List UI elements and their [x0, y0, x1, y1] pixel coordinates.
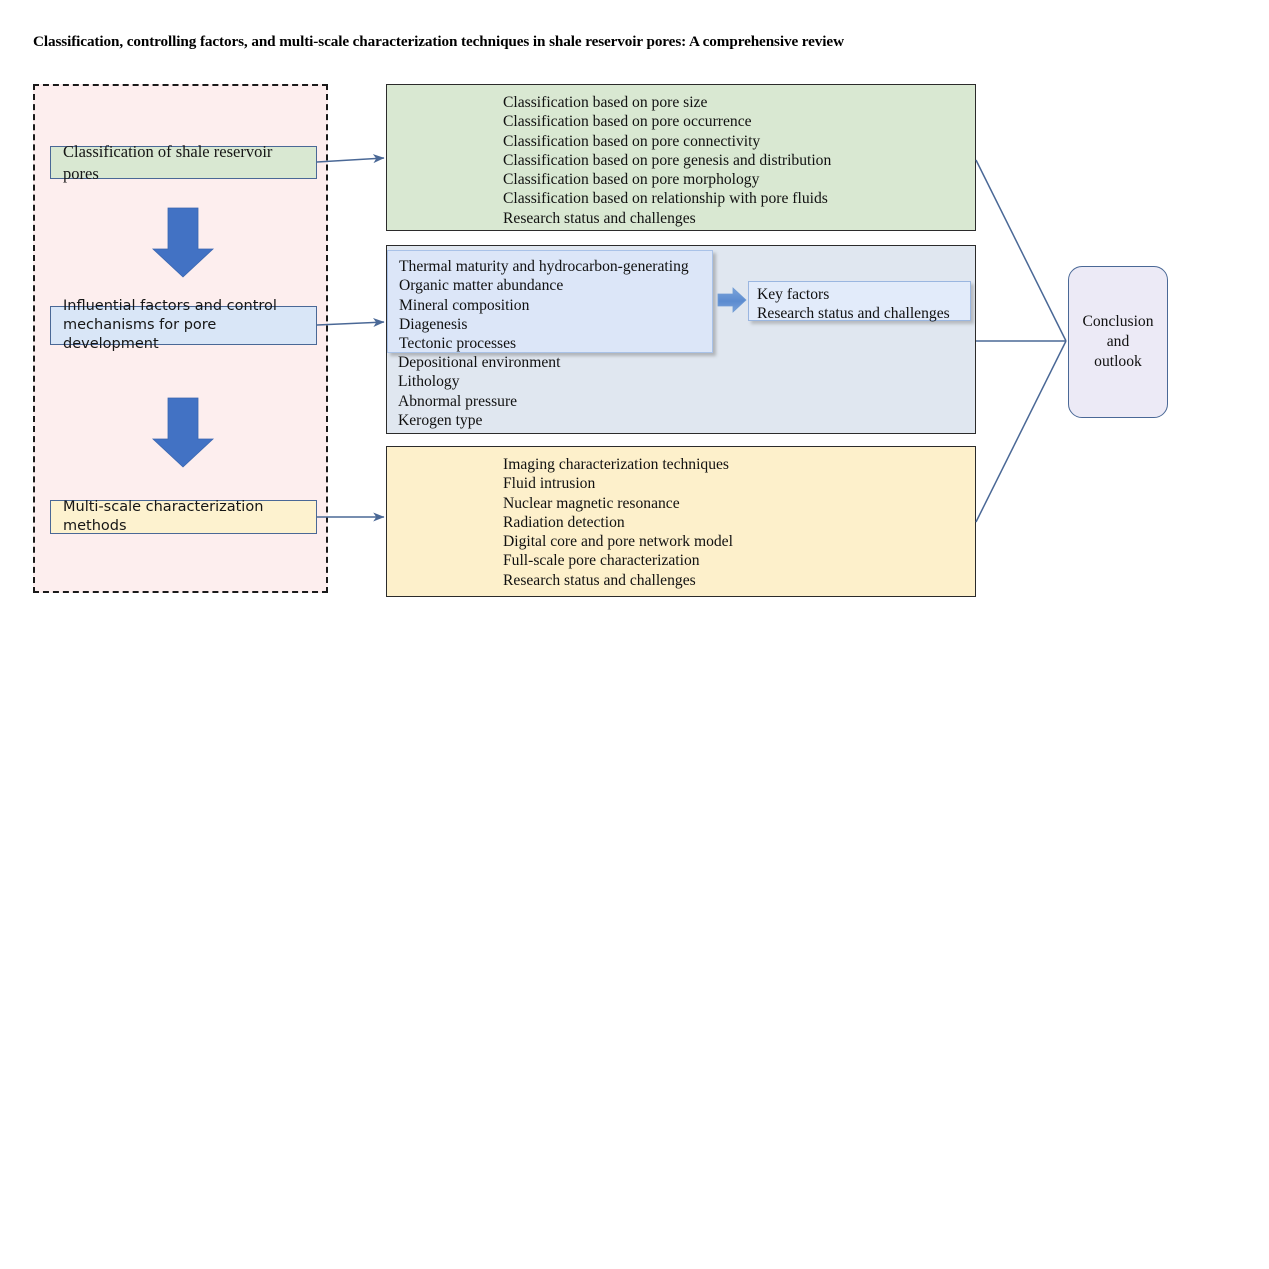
list-item: Digital core and pore network model [503, 533, 733, 551]
stage-box-multi-scale-label: Multi-scale characterization methods [63, 498, 264, 534]
classification-topics-box: Classification based on pore size Classi… [386, 84, 976, 231]
key-controlling-factors-box: Thermal maturity and hydrocarbon-generat… [387, 250, 713, 353]
classification-topics-list: Classification based on pore size Classi… [387, 93, 975, 228]
list-item: Abnormal pressure [398, 392, 518, 410]
list-item: Organic matter abundance [399, 277, 564, 295]
stage-box-influential-factors[interactable]: Influential factors and control mechanis… [50, 298, 317, 352]
list-item: Imaging characterization techniques [503, 456, 730, 473]
conclusion-line-2: and [1106, 333, 1130, 350]
key-factors-box: Key factors Research status and challeng… [748, 281, 971, 323]
list-item: Depositional environment [398, 354, 561, 371]
list-item: Kerogen type [398, 411, 483, 429]
list-item: Lithology [398, 373, 460, 391]
list-item: Thermal maturity and hydrocarbon-generat… [399, 258, 689, 275]
stage-label-line-2: mechanisms for pore development [63, 316, 217, 353]
stage-label-line-1: Influential factors and control [63, 297, 277, 314]
list-item: Research status and challenges [503, 571, 696, 589]
list-item: Radiation detection [503, 513, 625, 531]
stage-box-classification-label: Classification of shale reservoir pores [63, 141, 273, 183]
list-item: Fluid intrusion [503, 475, 596, 493]
influential-factors-inner-list: Thermal maturity and hydrocarbon-generat… [388, 257, 712, 353]
key-factors-line-2: Research status and challenges [757, 305, 950, 323]
list-item: Classification based on relationship wit… [503, 190, 828, 208]
list-item: Nuclear magnetic resonance [503, 494, 680, 512]
list-item: Classification based on pore connectivit… [503, 132, 761, 150]
conclusion-and-outlook-box[interactable]: Conclusion and outlook [1068, 266, 1168, 418]
key-factors-line-1: Key factors [757, 286, 830, 303]
page-title: Classification, controlling factors, and… [33, 33, 844, 50]
conclusion-line-3: outlook [1094, 353, 1142, 370]
connector-yellow-to-conclusion [975, 340, 1067, 523]
list-item: Classification based on pore size [503, 94, 708, 111]
list-item: Research status and challenges [503, 209, 696, 227]
conclusion-line-1: Conclusion [1082, 313, 1154, 330]
list-item: Tectonic processes [399, 335, 517, 353]
stage-box-classification[interactable]: Classification of shale reservoir pores [50, 142, 317, 183]
list-item: Classification based on pore morphology [503, 171, 760, 189]
list-item: Classification based on pore occurrence [503, 113, 752, 131]
characterization-methods-topics-box: Imaging characterization techniques Flui… [386, 446, 976, 597]
list-item: Mineral composition [399, 296, 530, 314]
list-item: Classification based on pore genesis and… [503, 151, 832, 169]
influential-factors-outer-list: Depositional environment Lithology Abnor… [387, 246, 975, 430]
list-item: Diagenesis [399, 315, 468, 333]
connector-green-to-conclusion [975, 159, 1067, 342]
list-item: Full-scale pore characterization [503, 552, 700, 570]
stage-box-multi-scale[interactable]: Multi-scale characterization methods [50, 498, 317, 534]
stage-box-influential-factors-label: Influential factors and control mechanis… [63, 297, 304, 354]
characterization-methods-list: Imaging characterization techniques Flui… [387, 455, 975, 590]
